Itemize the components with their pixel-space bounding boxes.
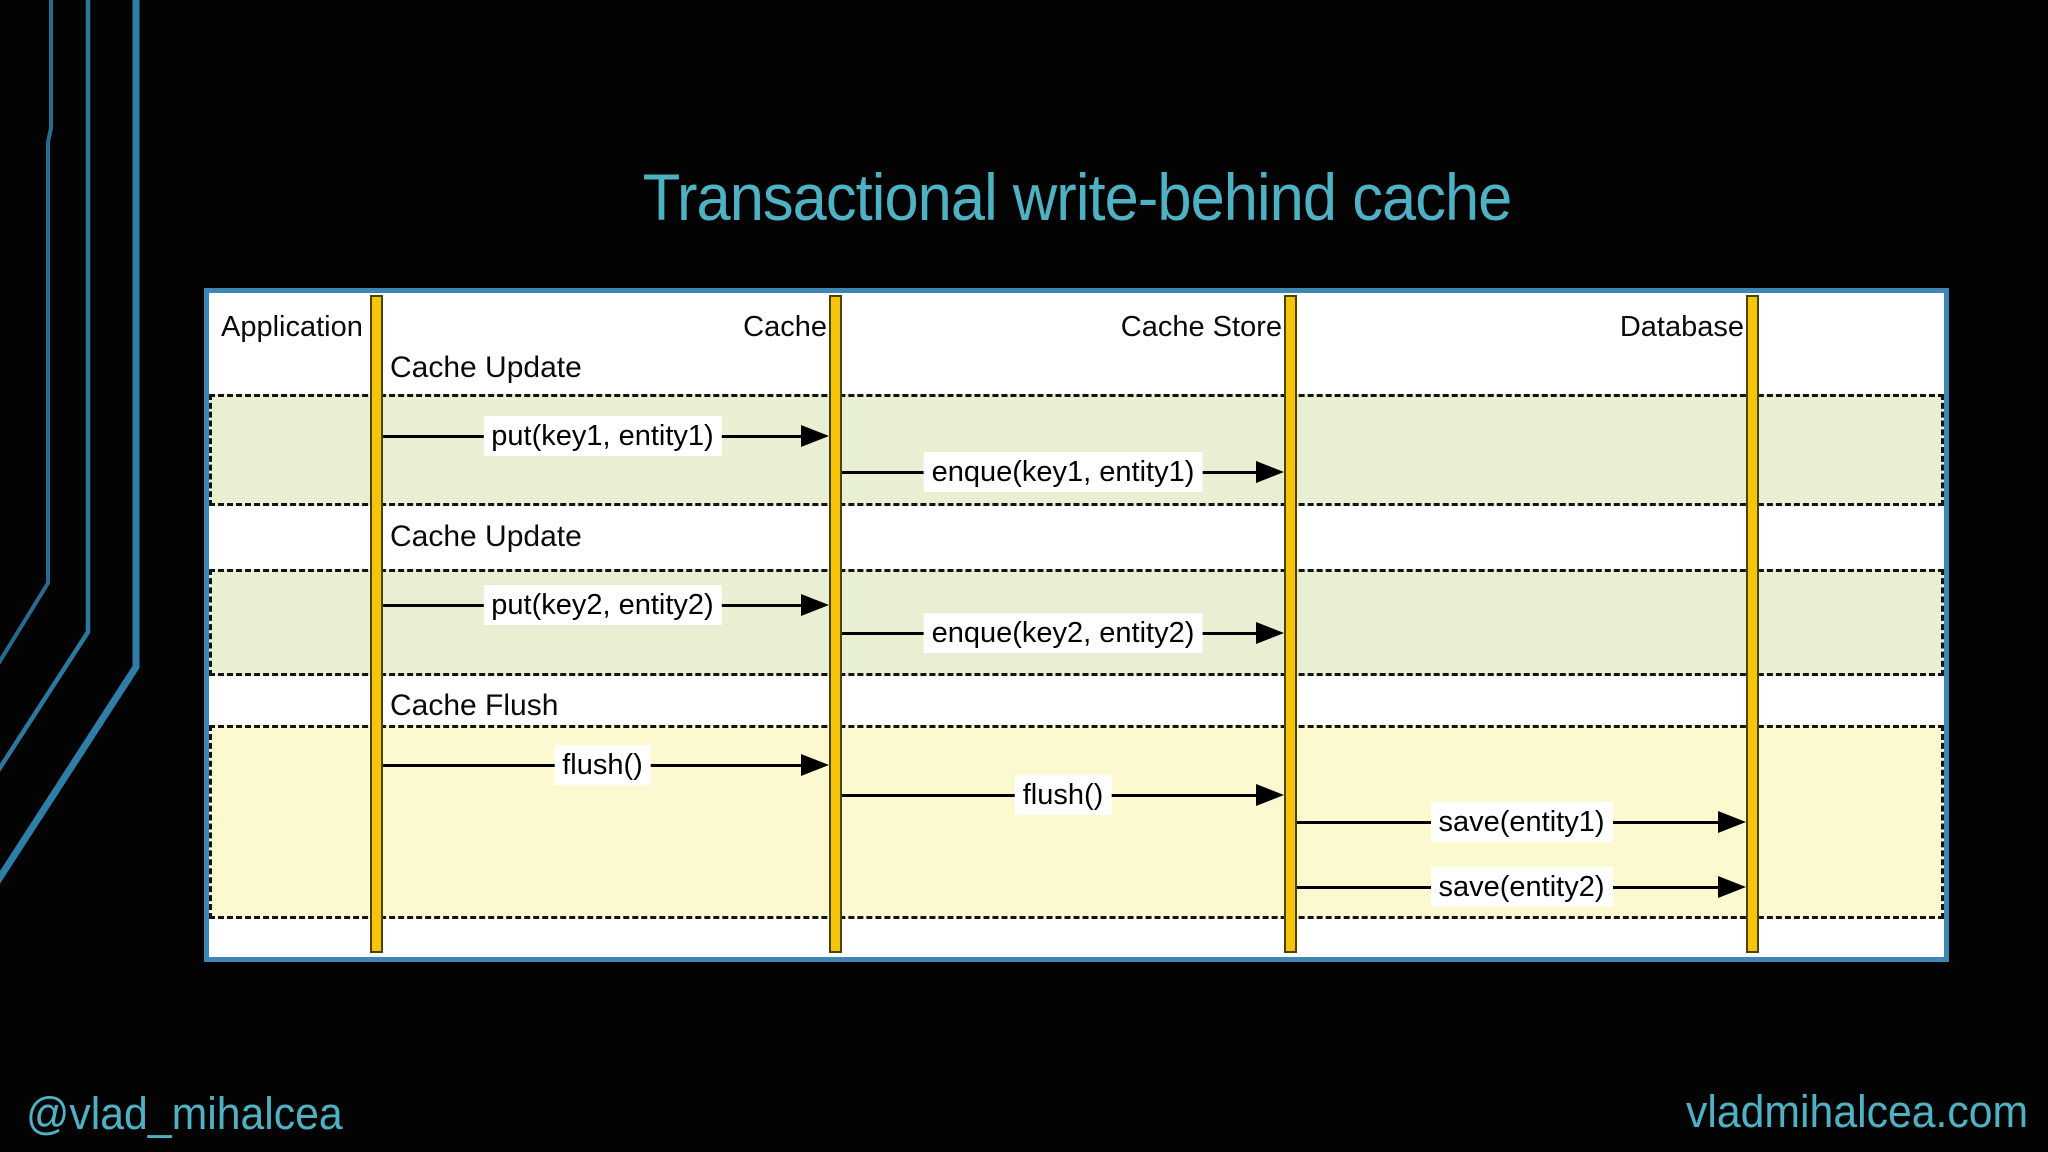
arrowhead-right-icon [801,594,829,616]
lifeline-bar-cache-store [1284,295,1297,953]
lifeline-bar-cache [829,295,842,953]
message-label: save(entity1) [1430,802,1613,842]
lifeline-bar-application [370,295,383,953]
website-url: vladmihalcea.com [1685,1086,2028,1137]
arrowhead-right-icon [1718,811,1746,833]
message-label: enque(key2, entity2) [923,613,1203,653]
participant-label-cache-store: Cache Store [1120,311,1282,343]
section-label-cache-flush: Cache Flush [390,689,559,722]
arrowhead-right-icon [801,754,829,776]
message-label: save(entity2) [1430,867,1613,907]
arrowhead-right-icon [801,425,829,447]
arrowhead-right-icon [1256,784,1284,806]
message-label: put(key1, entity1) [483,416,722,456]
page-title-text: Transactional write-behind cache [642,160,1513,234]
twitter-handle: @vlad_mihalcea [26,1088,343,1139]
page-title: Transactional write-behind cache [177,158,1977,238]
participant-label-application: Application [221,311,363,343]
sequence-diagram: Application Cache Cache Store Database C… [204,288,1949,962]
arrowhead-right-icon [1256,622,1284,644]
message-label: flush() [1014,775,1112,815]
message-label: put(key2, entity2) [483,585,722,625]
lifeline-bar-database [1746,295,1759,953]
message-label: flush() [554,745,651,785]
message-label: enque(key1, entity1) [923,452,1203,492]
decorative-line-2 [0,0,91,772]
arrowhead-right-icon [1256,461,1284,483]
section-label-cache-update-1: Cache Update [390,351,582,384]
arrowhead-right-icon [1718,876,1746,898]
participant-label-cache: Cache [743,311,827,343]
section-label-cache-update-2: Cache Update [390,520,582,553]
participant-label-database: Database [1619,311,1744,343]
decorative-line-1 [0,0,53,665]
decorative-line-3 [0,0,140,884]
